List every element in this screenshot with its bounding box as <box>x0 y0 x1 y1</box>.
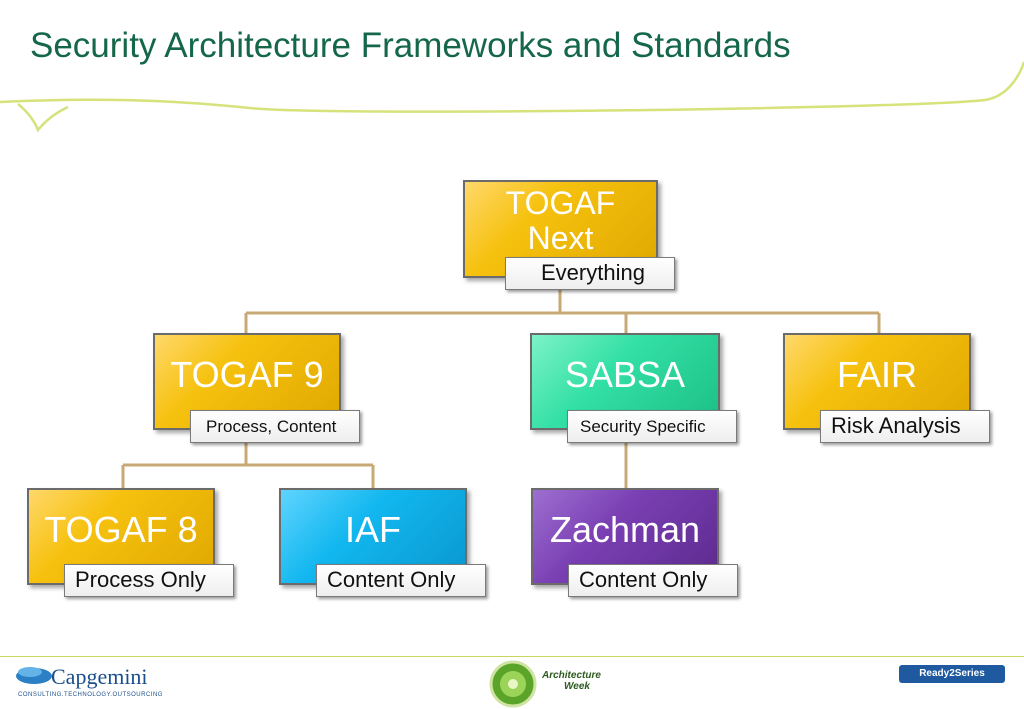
tag-togaf8: Process Only <box>64 564 234 597</box>
node-togaf8-label: TOGAF 8 <box>44 509 198 550</box>
architecture-week-line2: Week <box>564 680 590 692</box>
tag-iaf: Content Only <box>316 564 486 597</box>
node-sabsa-label: SABSA <box>564 354 686 395</box>
node-zachman: Zachman <box>531 488 719 585</box>
node-zachman-label: Zachman <box>549 509 701 550</box>
tag-sabsa: Security Specific <box>567 410 737 443</box>
architecture-week-line1: Architecture <box>542 670 601 681</box>
architecture-week-text: Architecture Week <box>542 670 601 692</box>
footer-divider <box>0 656 1024 657</box>
tag-fair: Risk Analysis <box>820 410 990 443</box>
node-iaf-label: IAF <box>344 509 401 550</box>
node-fair-label: FAIR <box>836 354 917 395</box>
tag-togaf9: Process, Content <box>190 410 360 443</box>
tag-togaf-next: Everything <box>505 257 675 290</box>
capgemini-logo-text: Capgemini <box>51 664 148 689</box>
ready2series-badge: Ready2Series <box>899 665 1005 683</box>
capgemini-tagline: CONSULTING.TECHNOLOGY.OUTSOURCING <box>18 692 163 698</box>
node-togaf9-label: TOGAF 9 <box>170 354 324 395</box>
node-togaf-next-label: TOGAF Next <box>505 185 616 257</box>
tag-zachman: Content Only <box>568 564 738 597</box>
slide-title: Security Architecture Frameworks and Sta… <box>30 26 791 65</box>
